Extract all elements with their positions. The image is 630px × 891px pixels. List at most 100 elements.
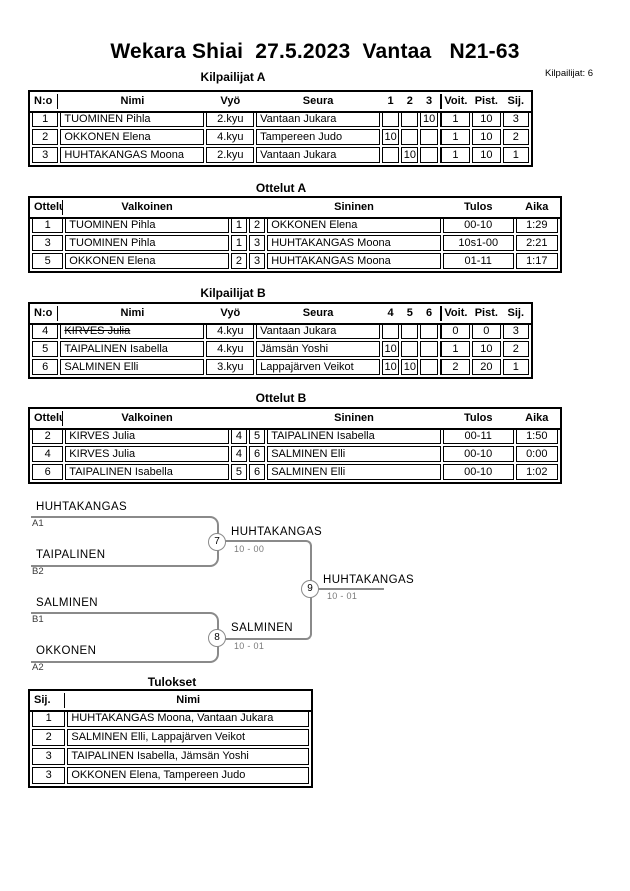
col-opp3: 3 — [426, 95, 433, 107]
matches-b-heading: Ottelut B — [255, 391, 307, 405]
cell-blue: HUHTAKANGAS Moona — [267, 235, 441, 251]
col-match: Ottelu — [34, 411, 64, 426]
cell-bno: 6 — [249, 446, 266, 462]
col-name: Nimi — [120, 307, 145, 319]
col-points: Pist. — [474, 307, 498, 319]
col-result: Tulos — [463, 412, 493, 424]
cell-wno: 1 — [230, 235, 248, 251]
cell-c3: 10 — [420, 111, 438, 127]
bracket-winner-name: SALMINEN — [231, 622, 293, 634]
col-belt: Vyö — [220, 95, 241, 107]
cell-white: OKKONEN Elena — [65, 253, 229, 269]
cell-c2 — [401, 341, 419, 357]
results-heading: Tulokset — [147, 675, 197, 689]
cell-wins: 1 — [439, 341, 471, 357]
match-number-circle: 9 — [301, 580, 319, 598]
col-club: Seura — [302, 307, 334, 319]
pool-b-heading: Kilpailijat B — [200, 286, 266, 300]
cell-belt: 4.kyu — [206, 323, 255, 339]
header-divider — [30, 217, 560, 219]
cell-time: 1:50 — [515, 428, 558, 444]
cell-place: 2 — [32, 729, 66, 746]
col-white: Valkoinen — [121, 412, 173, 424]
cell-name: HUHTAKANGAS Moona, Vantaan Jukara — [67, 710, 309, 727]
cell-c2 — [401, 323, 419, 339]
cell-place: 1 — [502, 359, 529, 375]
cell-time: 0:00 — [515, 446, 558, 462]
cell-c3 — [420, 341, 438, 357]
bracket-connector — [225, 587, 312, 640]
table-header-row: Ottelu Valkoinen Sininen Tulos Aika — [32, 200, 558, 215]
cell-belt: 2.kyu — [206, 111, 255, 127]
col-belt: Vyö — [220, 307, 241, 319]
col-wins: Voit. — [439, 306, 470, 321]
col-opp4: 4 — [387, 307, 394, 319]
cell-club: Tampereen Judo — [256, 129, 380, 145]
cell-place: 1 — [32, 710, 66, 727]
cell-points: 10 — [472, 341, 501, 357]
cell-white: KIRVES Julia — [65, 446, 229, 462]
pool-b-table: N:o Nimi Vyö Seura 4 5 6 Voit. Pist. Sij… — [28, 302, 533, 379]
cell-result: 00-10 — [442, 464, 514, 480]
cell-name: OKKONEN Elena — [60, 129, 205, 145]
table-header-row: N:o Nimi Vyö Seura 1 2 3 Voit. Pist. Sij… — [32, 94, 529, 109]
cell-club: Jämsän Yoshi — [256, 341, 380, 357]
cell-name: SALMINEN Elli — [60, 359, 205, 375]
cell-belt: 2.kyu — [206, 147, 255, 163]
cell-bno: 6 — [249, 464, 266, 480]
bracket-entrant-name: TAIPALINEN — [36, 549, 106, 561]
bracket-match-score: 10 - 01 — [327, 591, 358, 601]
bracket-final-line — [318, 588, 384, 590]
cell-name: HUHTAKANGAS Moona — [60, 147, 205, 163]
cell-club: Vantaan Jukara — [256, 323, 380, 339]
cell-result: 00-10 — [442, 217, 514, 233]
col-opp6: 6 — [426, 307, 433, 319]
col-time: Aika — [525, 412, 549, 424]
table-header-row: N:o Nimi Vyö Seura 4 5 6 Voit. Pist. Sij… — [32, 306, 529, 321]
header-divider — [30, 428, 560, 430]
cell-result: 01-11 — [442, 253, 514, 269]
cell-c2 — [401, 111, 419, 127]
cell-wno: 4 — [230, 428, 248, 444]
page-title: Wekara Shiai 27.5.2023 Vantaa N21-63 — [110, 40, 520, 63]
match-number-circle: 8 — [208, 629, 226, 647]
cell-wno: 2 — [230, 253, 248, 269]
cell-c3 — [420, 129, 438, 145]
col-place: Sij. — [32, 693, 66, 708]
col-blue-no — [249, 411, 265, 426]
col-opp2: 2 — [406, 95, 413, 107]
cell-c2: 10 — [401, 359, 419, 375]
cell-points: 10 — [472, 147, 501, 163]
header-divider — [30, 111, 531, 113]
matches-a-heading: Ottelut A — [255, 181, 307, 195]
cell-match: 5 — [32, 253, 64, 269]
col-points: Pist. — [474, 95, 498, 107]
cell-c1 — [381, 323, 400, 339]
cell-white: TAIPALINEN Isabella — [65, 464, 229, 480]
cell-result: 10s1-00 — [442, 235, 514, 251]
cell-belt: 3.kyu — [206, 359, 255, 375]
bracket-seed: A2 — [32, 662, 44, 673]
col-wins: Voit. — [439, 94, 470, 109]
bracket-match-score: 10 - 01 — [234, 641, 265, 651]
col-number: N:o — [32, 94, 59, 109]
cell-place: 3 — [32, 767, 66, 784]
cell-no: 5 — [32, 341, 59, 357]
col-name: Nimi — [176, 694, 201, 706]
cell-time: 1:17 — [515, 253, 558, 269]
cell-club: Vantaan Jukara — [256, 147, 380, 163]
cell-c1 — [381, 111, 400, 127]
bracket-match-score: 10 - 00 — [234, 544, 265, 554]
final-bracket: HUHTAKANGAS A1 TAIPALINEN B2 7 HUHTAKANG… — [0, 498, 630, 683]
cell-blue: OKKONEN Elena — [267, 217, 441, 233]
cell-points: 20 — [472, 359, 501, 375]
cell-name: OKKONEN Elena, Tampereen Judo — [67, 767, 309, 784]
bracket-winner-name: HUHTAKANGAS — [231, 526, 323, 538]
col-white-no — [231, 200, 247, 215]
